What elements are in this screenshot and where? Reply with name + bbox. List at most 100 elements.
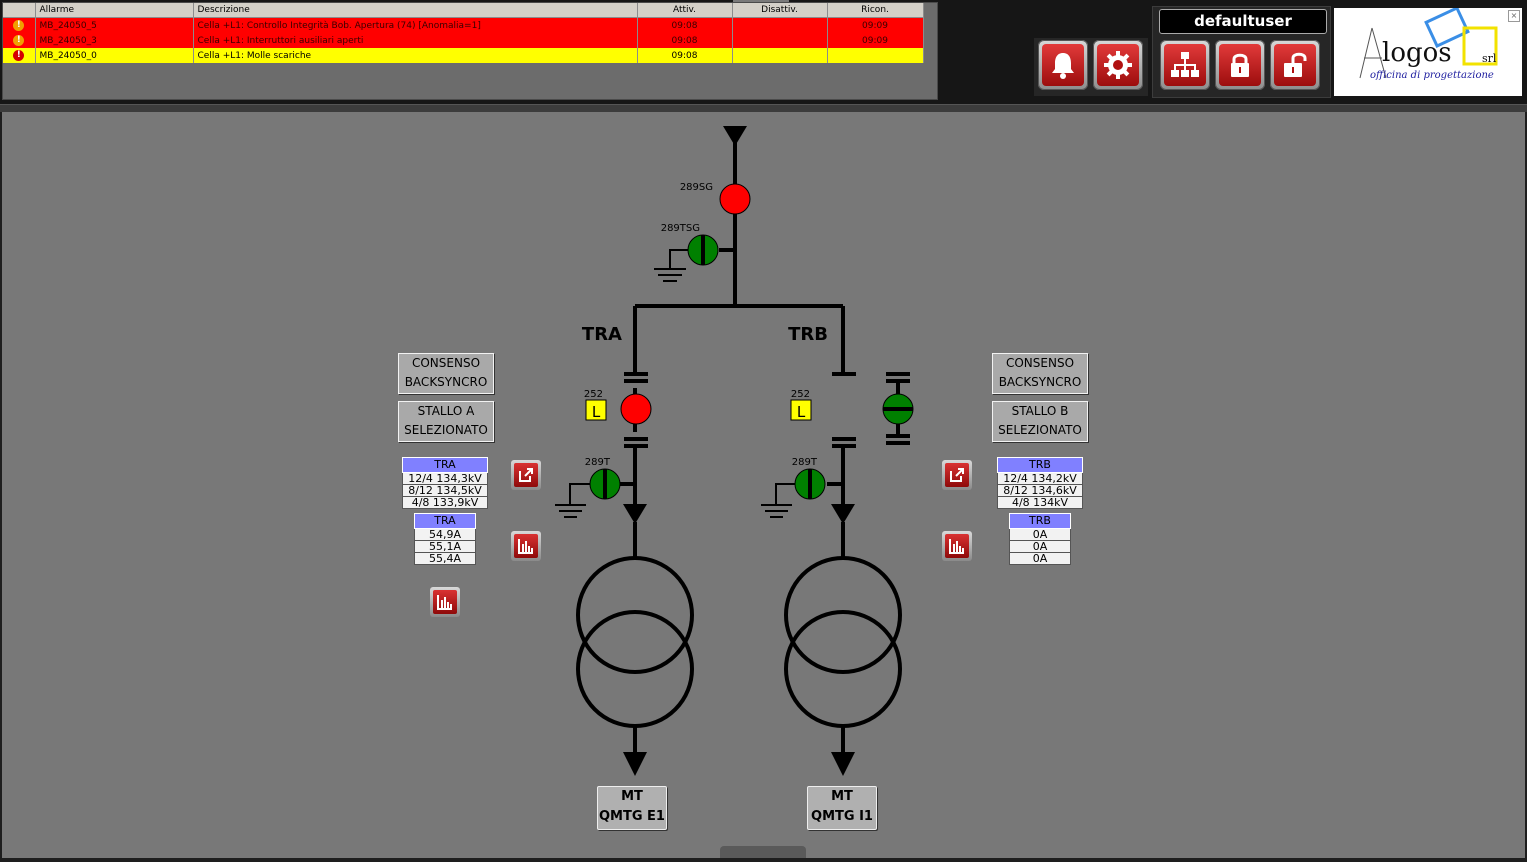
network-tree-button[interactable] bbox=[1160, 40, 1210, 90]
voltage-table-trb: TRB 12/4 134,2kV 8/12 134,6kV 4/8 134kV bbox=[997, 457, 1083, 509]
alarm-row[interactable]: ! MB_24050_3 Cella +L1: Interruttori aus… bbox=[3, 33, 924, 48]
current-value: 55,1A bbox=[414, 541, 476, 553]
alarm-deactivated bbox=[732, 48, 828, 63]
logo-suffix: srl bbox=[1482, 52, 1497, 65]
voltage-table-title: TRB bbox=[997, 457, 1083, 473]
external-link-icon bbox=[950, 468, 964, 482]
stall-label-line2: SELEZIONATO bbox=[404, 423, 488, 437]
alarm-activated: 09:08 bbox=[637, 48, 733, 63]
right-breaker-label: 252 bbox=[791, 389, 810, 400]
voltage-value: 8/12 134,5kV bbox=[402, 485, 488, 497]
voltage-value: 12/4 134,2kV bbox=[997, 473, 1083, 485]
alarm-description: Cella +L1: Interruttori ausiliari aperti bbox=[193, 33, 638, 48]
transformer-tra-primary bbox=[576, 556, 694, 674]
current-table-trb: TRB 0A 0A 0A bbox=[1009, 513, 1071, 565]
bell-icon bbox=[1052, 53, 1074, 79]
stall-label-line1: STALLO A bbox=[417, 404, 475, 418]
current-value: 0A bbox=[1009, 529, 1071, 541]
output-label-line1: MT bbox=[831, 789, 853, 804]
lock-icon bbox=[1231, 53, 1249, 77]
chart-station-button[interactable] bbox=[430, 587, 460, 617]
consent-label-line2: BACKSYNCRO bbox=[998, 375, 1082, 389]
activated-column-header[interactable]: Attiv. bbox=[637, 3, 733, 18]
open-detail-trb-button[interactable] bbox=[942, 460, 972, 490]
chart-tra-button[interactable] bbox=[511, 531, 541, 561]
output-label-line2: QMTG I1 bbox=[811, 809, 873, 824]
right-local-indicator bbox=[790, 399, 812, 421]
current-table-title: TRB bbox=[1009, 513, 1071, 529]
voltage-value: 8/12 134,6kV bbox=[997, 485, 1083, 497]
severity-column-header[interactable] bbox=[3, 3, 36, 18]
alarm-acknowledged bbox=[827, 48, 924, 63]
username-display: defaultuser bbox=[1159, 9, 1327, 34]
logo-graphic bbox=[1359, 8, 1498, 79]
acknowledged-column-header[interactable]: Ricon. bbox=[827, 3, 924, 18]
error-icon: ! bbox=[3, 48, 36, 63]
alarm-panel: Allarme Descrizione Attiv. Disattiv. Ric… bbox=[2, 2, 938, 100]
current-value: 54,9A bbox=[414, 529, 476, 541]
output-qmtg-e1[interactable]: MT QMTG E1 bbox=[597, 786, 667, 830]
current-value: 0A bbox=[1009, 553, 1071, 565]
alarm-column-header[interactable]: Allarme bbox=[35, 3, 194, 18]
right-output-arrow bbox=[831, 752, 855, 776]
line-label-trb: TRB bbox=[788, 324, 828, 345]
voltage-table-title: TRA bbox=[402, 457, 488, 473]
alarm-acknowledged: 09:09 bbox=[827, 17, 924, 33]
sitemap-icon bbox=[1171, 52, 1199, 77]
consent-backsyncro-a[interactable]: CONSENSO BACKSYNCRO bbox=[398, 353, 494, 394]
open-detail-tra-button[interactable] bbox=[511, 460, 541, 490]
close-icon[interactable]: × bbox=[1508, 10, 1520, 22]
single-line-diagram: 289SG 289TSG 252 252 289T 289T TRA TRB L… bbox=[2, 112, 1525, 858]
stall-b-selected[interactable]: STALLO B SELEZIONATO bbox=[992, 401, 1088, 442]
top-bar: Allarme Descrizione Attiv. Disattiv. Ric… bbox=[0, 0, 1527, 104]
bar-chart-icon bbox=[437, 595, 452, 610]
output-qmtg-i1[interactable]: MT QMTG I1 bbox=[807, 786, 877, 830]
description-column-header[interactable]: Descrizione bbox=[193, 3, 638, 18]
consent-label-line2: BACKSYNCRO bbox=[404, 375, 488, 389]
lock-button[interactable] bbox=[1215, 40, 1265, 90]
left-local-indicator bbox=[585, 399, 607, 421]
left-breaker-252[interactable] bbox=[620, 393, 652, 425]
main-breaker-label: 289SG bbox=[680, 182, 713, 193]
ground-symbols bbox=[555, 249, 796, 518]
warning-icon: ! bbox=[3, 17, 36, 33]
left-bay-arrow bbox=[623, 504, 647, 524]
alarm-description: Cella +L1: Molle scariche bbox=[193, 48, 638, 63]
stall-label-line2: SELEZIONATO bbox=[998, 423, 1082, 437]
right-local-label: L bbox=[797, 403, 806, 421]
stall-a-selected[interactable]: STALLO A SELEZIONATO bbox=[398, 401, 494, 442]
alarm-row[interactable]: ! MB_24050_5 Cella +L1: Controllo Integr… bbox=[3, 17, 924, 33]
consent-backsyncro-b[interactable]: CONSENSO BACKSYNCRO bbox=[992, 353, 1088, 394]
bottom-resize-handle[interactable] bbox=[720, 846, 806, 858]
bar-chart-icon bbox=[518, 539, 533, 554]
alarm-description: Cella +L1: Controllo Integrità Bob. Aper… bbox=[193, 17, 638, 33]
current-value: 55,4A bbox=[414, 553, 476, 565]
transformer-trb-primary bbox=[784, 556, 902, 674]
consent-label-line1: CONSENSO bbox=[411, 356, 481, 370]
alarm-acknowledged: 09:09 bbox=[827, 33, 924, 48]
logo-tagline: officina di progettazione bbox=[1370, 70, 1494, 81]
alarm-row[interactable]: ! MB_24050_0 Cella +L1: Molle scariche 0… bbox=[3, 48, 924, 63]
current-table-title: TRA bbox=[414, 513, 476, 529]
alarm-deactivated bbox=[732, 33, 828, 48]
current-table-tra: TRA 54,9A 55,1A 55,4A bbox=[414, 513, 476, 565]
left-breaker-label: 252 bbox=[584, 389, 603, 400]
current-value: 0A bbox=[1009, 541, 1071, 553]
deactivated-column-header[interactable]: Disattiv. bbox=[732, 3, 828, 18]
settings-button[interactable] bbox=[1093, 40, 1143, 90]
voltage-table-tra: TRA 12/4 134,3kV 8/12 134,5kV 4/8 133,9k… bbox=[402, 457, 488, 509]
unlock-icon bbox=[1284, 52, 1307, 77]
warning-icon: ! bbox=[3, 33, 36, 48]
alarm-activated: 09:08 bbox=[637, 17, 733, 33]
voltage-value: 4/8 133,9kV bbox=[402, 497, 488, 509]
main-breaker-289sg[interactable] bbox=[719, 183, 751, 215]
left-earth-label: 289T bbox=[585, 457, 611, 468]
unlock-button[interactable] bbox=[1270, 40, 1320, 90]
right-bay-arrow bbox=[831, 504, 855, 524]
alarm-bell-button[interactable] bbox=[1038, 40, 1088, 90]
consent-label-line1: CONSENSO bbox=[1005, 356, 1075, 370]
panel-separator bbox=[0, 104, 1527, 112]
feeder-arrow bbox=[723, 126, 747, 146]
chart-trb-button[interactable] bbox=[942, 531, 972, 561]
diagram-lines: 289SG 289TSG 252 252 289T 289T TRA TRB L… bbox=[555, 126, 914, 776]
